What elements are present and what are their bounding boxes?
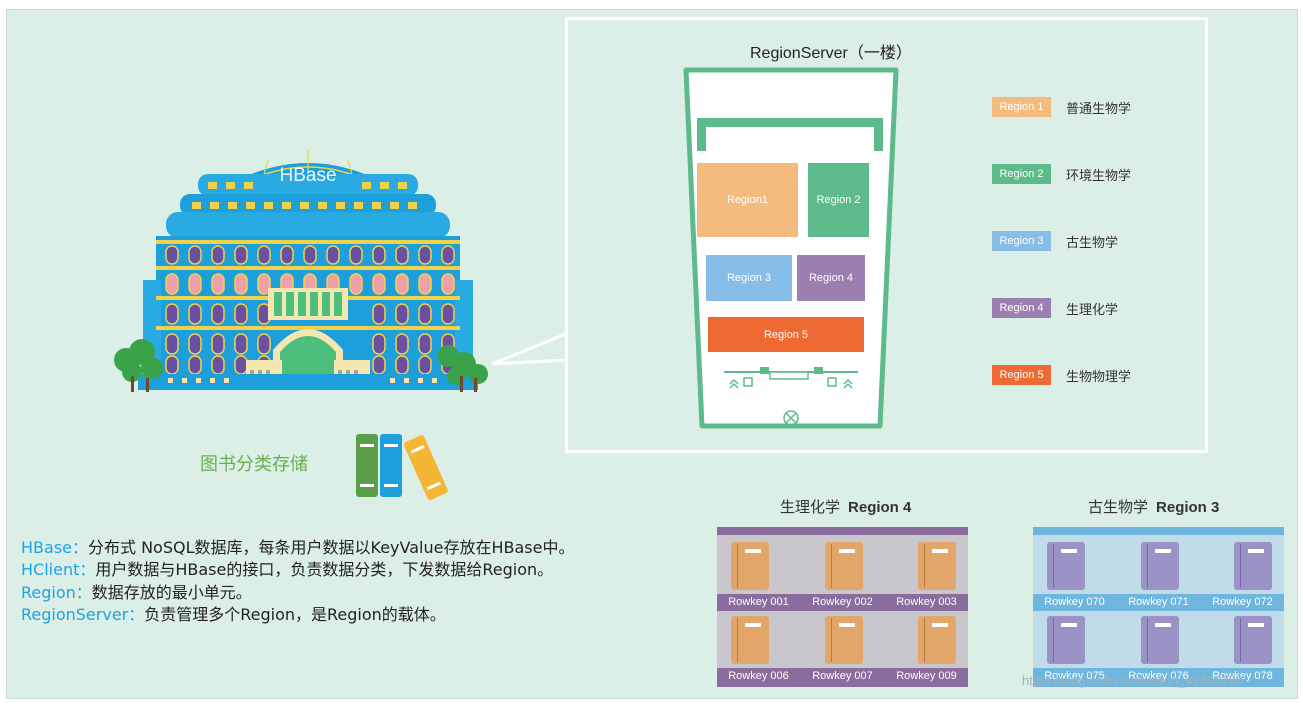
panel-region: Region 3 bbox=[1156, 499, 1220, 516]
description-region: Region：数据存放的最小单元。 bbox=[21, 579, 252, 603]
legend-tag: Region 5 bbox=[992, 365, 1051, 385]
legend-tag: Region 3 bbox=[992, 231, 1051, 251]
legend-tag: Region 4 bbox=[992, 298, 1051, 318]
region5-block: Region 5 bbox=[708, 317, 864, 352]
legend-row-region2: Region 2 环境生物学 bbox=[992, 164, 1131, 184]
region3-block: Region 3 bbox=[706, 255, 792, 301]
hbase-building-label: HBase bbox=[279, 165, 336, 186]
legend-text: 环境生物学 bbox=[1066, 168, 1132, 184]
regionserver-container-icon bbox=[683, 67, 899, 429]
legend-tag: Region 1 bbox=[992, 97, 1051, 117]
description-regionserver: RegionServer：负责管理多个Region，是Region的载体。 bbox=[21, 601, 446, 625]
callout-pointer bbox=[491, 330, 569, 366]
rowkey-label: Rowkey 006 bbox=[728, 670, 789, 682]
legend-row-region1: Region 1 普通生物学 bbox=[992, 97, 1131, 117]
description-term: RegionServer： bbox=[21, 605, 145, 624]
description-term: HClient： bbox=[21, 560, 96, 579]
legend-row-region5: Region 5 生物物理学 bbox=[992, 365, 1131, 385]
description-term: HBase： bbox=[21, 538, 88, 557]
legend-tag: Region 2 bbox=[992, 164, 1051, 184]
legend-text: 生理化学 bbox=[1066, 302, 1119, 318]
rowkey-label: Rowkey 003 bbox=[896, 596, 957, 608]
rowkey-label: Rowkey 070 bbox=[1044, 596, 1105, 608]
legend-text: 生物物理学 bbox=[1066, 369, 1132, 385]
regionserver-title: RegionServer（一楼） bbox=[750, 45, 912, 62]
region2-block: Region 2 bbox=[808, 163, 869, 237]
panel-category: 古生物学 bbox=[1088, 498, 1149, 516]
panel-title-region3: 古生物学 Region 3 bbox=[1088, 496, 1219, 517]
description-term: Region： bbox=[21, 583, 92, 602]
folder-icon bbox=[918, 616, 956, 664]
watermark-text: https://blog.csdn.net/weixin_42480750 bbox=[1022, 673, 1244, 688]
panel-title-region4: 生理化学 Region 4 bbox=[780, 496, 911, 517]
rowkey-label: Rowkey 078 bbox=[1212, 670, 1273, 682]
rowkey-label: Rowkey 001 bbox=[728, 596, 789, 608]
folder-icon bbox=[1234, 616, 1272, 664]
folder-icon bbox=[1047, 616, 1085, 664]
rowkey-label: Rowkey 007 bbox=[812, 670, 873, 682]
panel-category: 生理化学 bbox=[780, 498, 841, 516]
folder-icon bbox=[1141, 542, 1179, 590]
description-text: 负责管理多个Region，是Region的载体。 bbox=[144, 605, 446, 624]
rowkey-label: Rowkey 075 bbox=[1044, 670, 1105, 682]
description-hclient: HClient：用户数据与HBase的接口，负责数据分类，下发数据给Region… bbox=[21, 556, 553, 580]
rowkey-label: Rowkey 002 bbox=[812, 596, 873, 608]
rowkey-label: Rowkey 076 bbox=[1128, 670, 1189, 682]
panel-region: Region 4 bbox=[848, 499, 912, 516]
region4-block: Region 4 bbox=[797, 255, 865, 301]
folder-icon bbox=[825, 542, 863, 590]
folder-icon bbox=[1141, 616, 1179, 664]
rowkey-label: Rowkey 071 bbox=[1128, 596, 1189, 608]
region3-shelf: Rowkey 070 Rowkey 071 Rowkey 072 Rowkey … bbox=[1033, 527, 1284, 687]
description-text: 数据存放的最小单元。 bbox=[91, 583, 252, 602]
rowkey-label: Rowkey 009 bbox=[896, 670, 957, 682]
description-hbase: HBase：分布式 NoSQL数据库，每条用户数据以KeyValue存放在HBa… bbox=[21, 534, 574, 558]
description-text: 分布式 NoSQL数据库，每条用户数据以KeyValue存放在HBase中。 bbox=[88, 538, 575, 557]
legend-row-region4: Region 4 生理化学 bbox=[992, 298, 1118, 318]
legend-row-region3: Region 3 古生物学 bbox=[992, 231, 1118, 251]
folder-icon bbox=[731, 542, 769, 590]
rowkey-label: Rowkey 072 bbox=[1212, 596, 1273, 608]
folder-icon bbox=[918, 542, 956, 590]
region1-block: Region1 bbox=[697, 163, 798, 237]
hbase-building-illustration: HBase bbox=[114, 150, 488, 392]
legend-text: 普通生物学 bbox=[1066, 101, 1132, 117]
legend-text: 古生物学 bbox=[1066, 235, 1119, 251]
books-icon bbox=[356, 434, 448, 500]
description-text: 用户数据与HBase的接口，负责数据分类，下发数据给Region。 bbox=[95, 560, 554, 579]
books-storage-label: 图书分类存储 bbox=[200, 454, 308, 475]
region4-shelf: Rowkey 001 Rowkey 002 Rowkey 003 Rowkey … bbox=[717, 527, 968, 687]
folder-icon bbox=[731, 616, 769, 664]
folder-icon bbox=[1234, 542, 1272, 590]
folder-icon bbox=[1047, 542, 1085, 590]
folder-icon bbox=[825, 616, 863, 664]
